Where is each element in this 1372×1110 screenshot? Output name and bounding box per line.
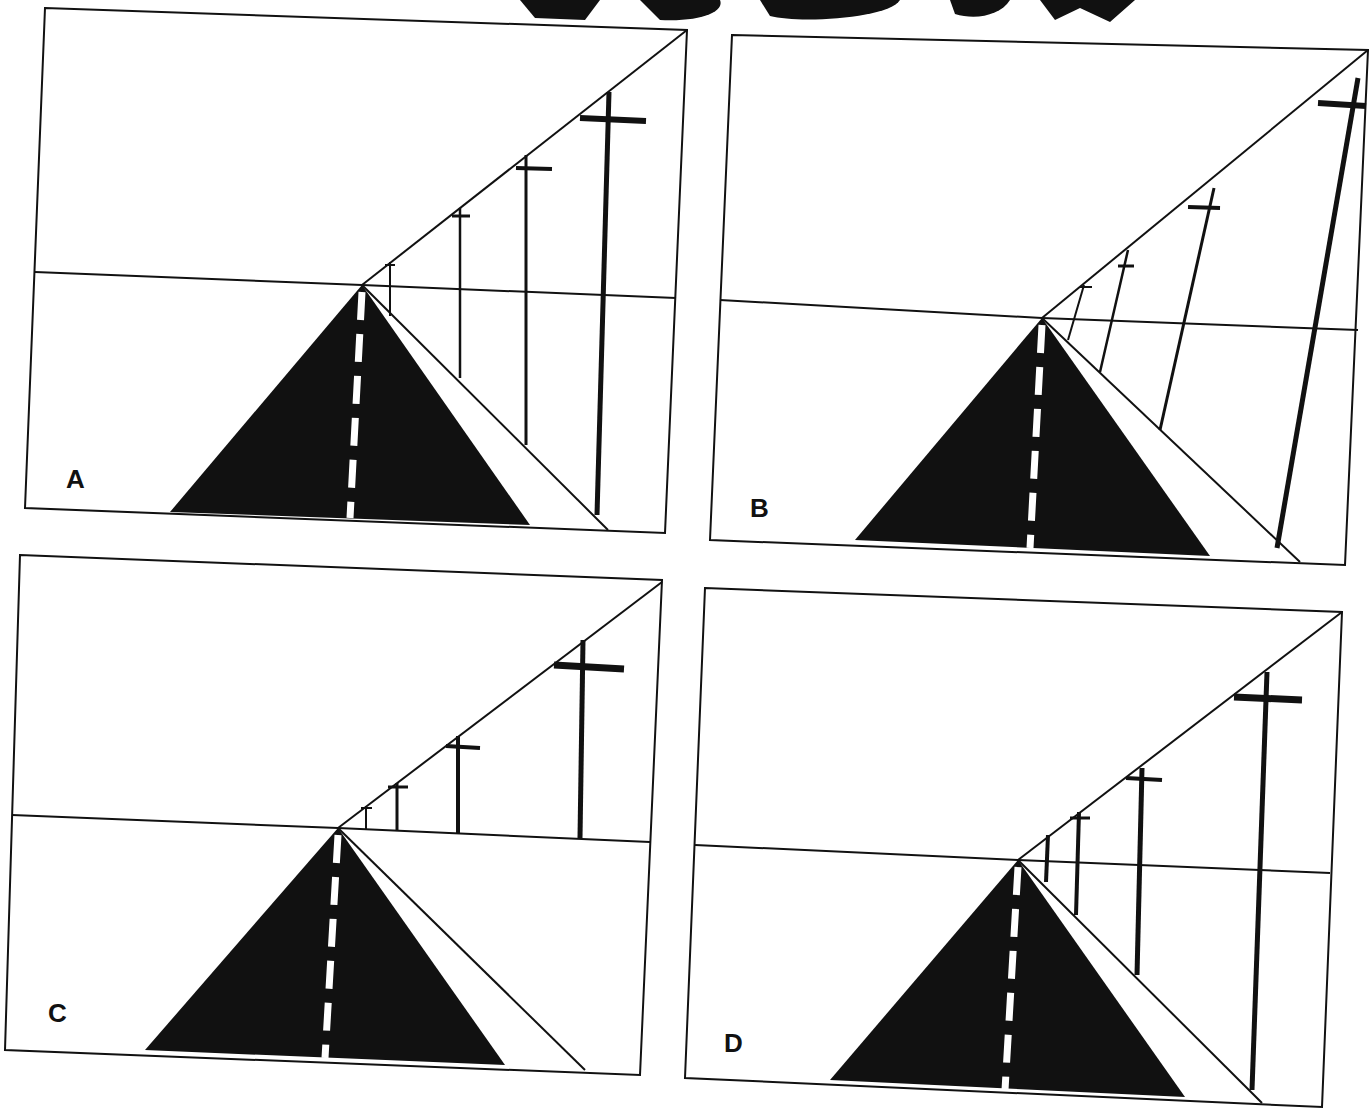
panel-letter: D bbox=[724, 1030, 743, 1056]
panel-letter: A bbox=[66, 466, 85, 492]
panel-letter: B bbox=[750, 495, 769, 521]
panel-b bbox=[710, 35, 1368, 565]
panel-letter: C bbox=[48, 1000, 67, 1026]
panel-a bbox=[25, 8, 687, 533]
cropped-heading bbox=[520, 0, 1135, 22]
panel-d bbox=[685, 588, 1342, 1107]
panel-c bbox=[5, 555, 662, 1075]
